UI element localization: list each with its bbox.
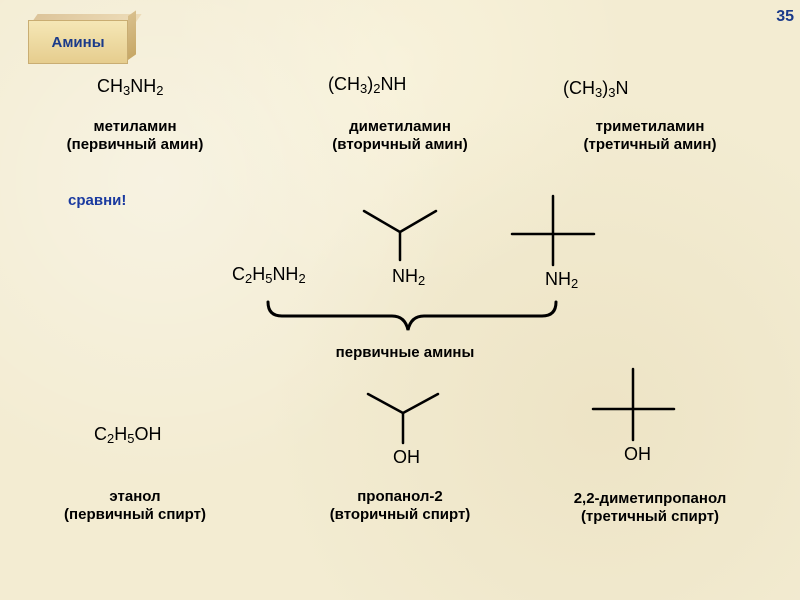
dimethylamine-formula: (CH3)2NH [328,74,407,97]
compound-name: 2,2-диметипропанол [573,490,727,507]
trimethylamine-formula: (CH3)3N [563,78,629,101]
compound-class: (третичный спирт) [580,508,720,525]
amine-group-label: NH2 [545,269,579,292]
compare-label: сравни! [68,192,127,209]
methylamine-formula: CH3NH2 [97,76,164,99]
compound-name: триметиламин [595,118,705,135]
trimethylamine-name: триметиламин (третичный амин) [520,118,780,154]
dimethylpropanol-name: 2,2-диметипропанол (третичный спирт) [520,490,780,526]
title-badge: Амины [28,10,142,64]
primary-amines-label: первичные амины [335,344,475,361]
propan-2-ol-name: пропанол-2 (вторичный спирт) [270,488,530,524]
compound-class: (вторичный амин) [332,136,468,153]
compound-class: (вторичный спирт) [329,506,471,523]
ethylamine-formula: C2H5NH2 [232,264,306,287]
primary-amines-brace [266,300,558,331]
alcohol-bond-right [401,392,440,415]
badge-label: Амины [28,20,128,64]
alcohol-bond-left [366,392,405,415]
compound-name: диметиламин [349,118,451,135]
compound-class: (первичный спирт) [64,506,206,523]
amine-bond-right [398,209,438,234]
compound-name: пропанол-2 [357,488,443,505]
dimethylamine-name: диметиламин (вторичный амин) [270,118,530,154]
methylamine-name: метиламин (первичный амин) [20,118,250,154]
amine-bond-left [362,209,402,234]
compound-class: (третичный амин) [583,136,717,153]
compound-class: (первичный амин) [66,136,204,153]
ethanol-formula: C2H5OH [94,424,162,447]
compound-name: этанол [109,488,161,505]
compound-name: метиламин [93,118,177,135]
slide-number: 35 [776,8,794,25]
hydroxyl-group-label: OH [624,444,651,464]
ethanol-name: этанол (первичный спирт) [20,488,250,524]
hydroxyl-group-label: OH [393,447,420,467]
amine-group-label: NH2 [392,266,426,289]
